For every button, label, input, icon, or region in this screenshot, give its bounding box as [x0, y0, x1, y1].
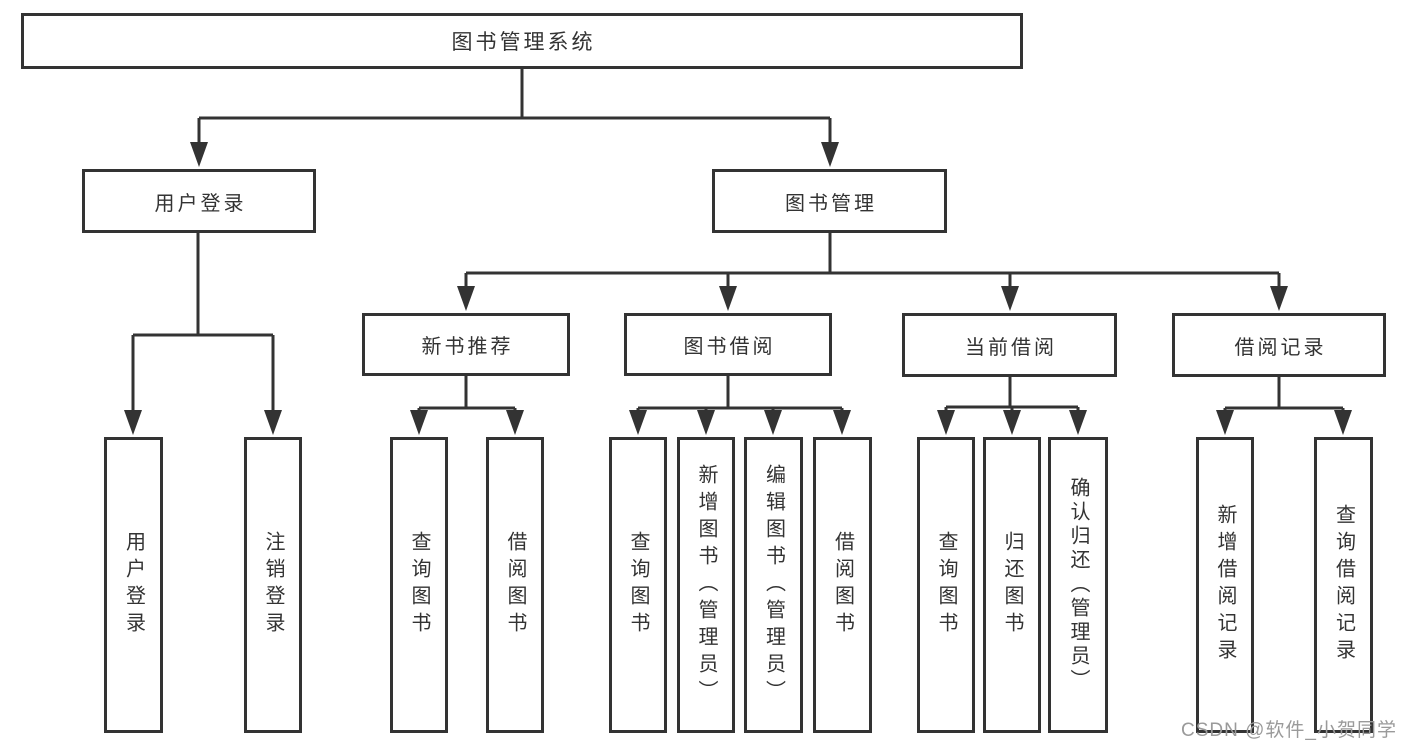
node-new-book-recommend: 新书推荐 — [362, 313, 570, 376]
leaf-user-login-label: 用户登录 — [122, 531, 145, 639]
leaf-current-query-books-label: 查询图书 — [935, 531, 957, 639]
leaf-current-confirm-return-admin-label: 确认归还（管理员） — [1067, 477, 1089, 693]
node-book-management: 图书管理 — [712, 169, 947, 233]
node-book-borrowing-label: 图书借阅 — [683, 336, 776, 358]
node-current-borrowing-label: 当前借阅 — [965, 336, 1057, 359]
leaf-logout-label: 注销登录 — [262, 531, 284, 639]
watermark-text: CSDN @软件_小贺同学 — [1181, 720, 1397, 741]
leaf-records-query-record-label: 查询借阅记录 — [1332, 504, 1355, 666]
leaf-current-confirm-return-admin: 确认归还（管理员） — [1048, 437, 1108, 733]
node-book-management-label: 图书管理 — [785, 192, 877, 215]
node-root-label: 图书管理系统 — [451, 31, 596, 54]
node-borrow-records: 借阅记录 — [1172, 313, 1386, 377]
node-current-borrowing: 当前借阅 — [902, 313, 1117, 377]
leaf-records-add-record-label: 新增借阅记录 — [1214, 504, 1236, 666]
leaf-current-return-books-label: 归还图书 — [1001, 531, 1023, 639]
leaf-borrow-borrow-books: 借阅图书 — [813, 437, 872, 733]
leaf-newrec-query-books-label: 查询图书 — [408, 531, 430, 639]
leaf-newrec-borrow-books: 借阅图书 — [486, 437, 544, 733]
leaf-current-return-books: 归还图书 — [983, 437, 1041, 733]
leaf-current-query-books: 查询图书 — [917, 437, 975, 733]
node-user-login: 用户登录 — [82, 169, 316, 233]
leaf-records-add-record: 新增借阅记录 — [1196, 437, 1254, 733]
leaf-newrec-query-books: 查询图书 — [390, 437, 448, 733]
node-user-login-label: 用户登录 — [154, 192, 247, 215]
leaf-borrow-borrow-books-label: 借阅图书 — [831, 531, 854, 639]
node-root: 图书管理系统 — [21, 13, 1023, 69]
leaf-borrow-query-books: 查询图书 — [609, 437, 667, 733]
leaf-borrow-add-books-admin-label: 新增图书（管理员） — [695, 463, 717, 707]
leaf-borrow-add-books-admin: 新增图书（管理员） — [677, 437, 735, 733]
node-new-book-recommend-label: 新书推荐 — [421, 336, 514, 358]
leaf-user-login: 用户登录 — [104, 437, 163, 733]
leaf-records-query-record: 查询借阅记录 — [1314, 437, 1373, 733]
leaf-logout: 注销登录 — [244, 437, 302, 733]
leaf-borrow-edit-books-admin-label: 编辑图书（管理员） — [762, 463, 785, 707]
node-book-borrowing: 图书借阅 — [624, 313, 832, 376]
leaf-borrow-edit-books-admin: 编辑图书（管理员） — [744, 437, 803, 733]
leaf-borrow-query-books-label: 查询图书 — [627, 531, 649, 639]
node-borrow-records-label: 借阅记录 — [1234, 336, 1327, 359]
leaf-newrec-borrow-books-label: 借阅图书 — [504, 531, 526, 639]
